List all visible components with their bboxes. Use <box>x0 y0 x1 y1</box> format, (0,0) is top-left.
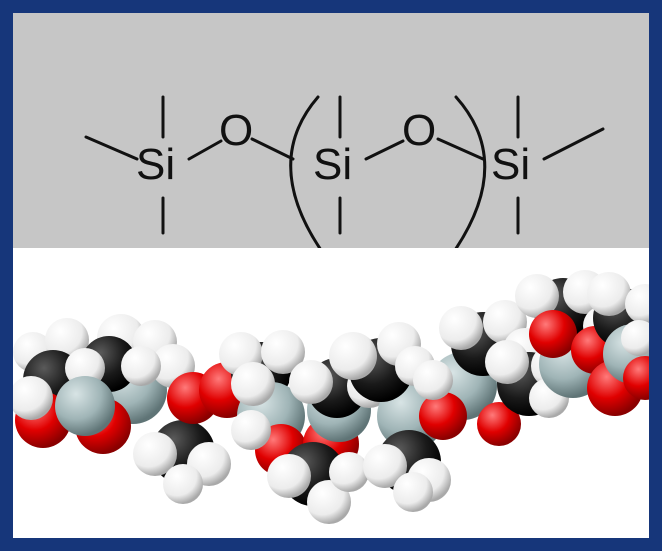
bond-si1-o1 <box>187 139 223 161</box>
hydrogen-atom <box>289 360 333 404</box>
repeat-paren-left <box>289 95 322 248</box>
hydrogen-atom <box>439 306 483 350</box>
o-atom-label-2: O <box>402 106 436 155</box>
oxygen-atom <box>477 402 521 446</box>
structural-formula-panel: Si O Si O Si n <box>13 13 649 248</box>
bond-o2-si3 <box>436 137 485 161</box>
bond-si2-o2 <box>364 139 405 161</box>
silicon-atom <box>55 376 115 436</box>
hydrogen-atom <box>13 376 53 420</box>
hydrogen-atom <box>621 320 649 356</box>
hydrogen-atom <box>587 272 631 316</box>
oxygen-atom <box>623 356 649 400</box>
hydrogen-atom <box>121 346 161 386</box>
hydrogen-atom <box>261 330 305 374</box>
hydrogen-atom <box>413 360 453 400</box>
o-atom-label-1: O <box>219 106 253 155</box>
hydrogen-atom <box>625 284 649 324</box>
hydrogen-atom <box>231 410 271 450</box>
si-atom-label-2: Si <box>313 140 352 189</box>
si-atom-label-3: Si <box>491 140 530 189</box>
bond-si3-methyl-right <box>542 127 605 161</box>
hydrogen-atom <box>363 444 407 488</box>
hydrogen-atom <box>133 432 177 476</box>
hydrogen-atom <box>329 332 377 380</box>
oxygen-atom <box>419 392 467 440</box>
oxygen-atom <box>529 310 577 358</box>
hydrogen-atom <box>393 472 433 512</box>
hydrogen-atom <box>307 480 351 524</box>
hydrogen-atom <box>515 274 559 318</box>
space-filling-model-panel <box>13 248 649 538</box>
hydrogen-atom <box>163 464 203 504</box>
repeat-count-subscript: n <box>457 246 468 248</box>
hydrogen-atom <box>267 454 311 498</box>
hydrogen-atom <box>329 452 369 492</box>
repeat-paren-right <box>454 95 487 248</box>
si-atom-label-1: Si <box>136 140 175 189</box>
hydrogen-atom <box>231 362 275 406</box>
structural-formula: Si O Si O Si n <box>84 95 605 248</box>
hydrogen-atom <box>485 340 529 384</box>
bond-si1-methyl-left <box>84 135 139 161</box>
bond-o1-si2 <box>250 137 295 161</box>
space-filling-model <box>13 270 649 524</box>
